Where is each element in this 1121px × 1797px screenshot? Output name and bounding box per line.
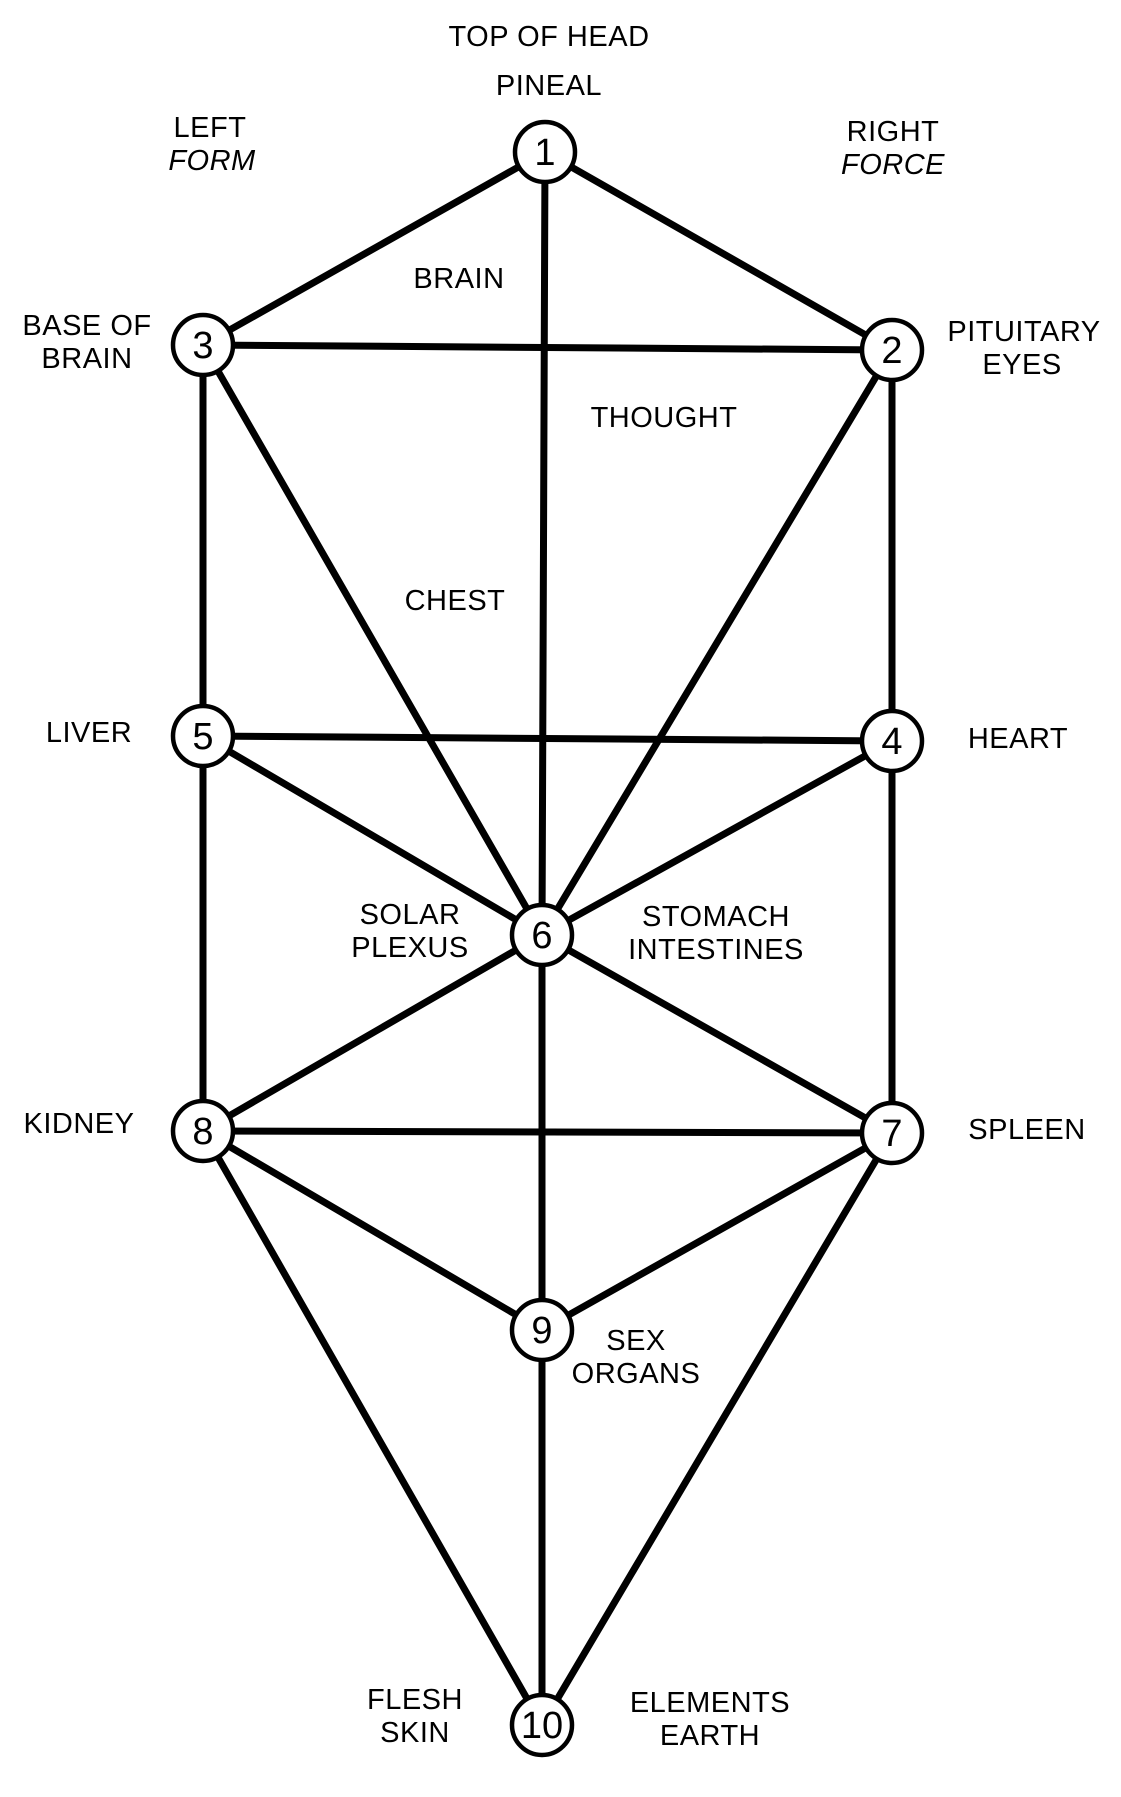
node-circle-7 — [859, 1100, 925, 1166]
node-number-2: 2 — [881, 330, 902, 372]
edge-1-2 — [541, 148, 896, 354]
edge-2-3 — [199, 341, 896, 354]
label-solar: SOLAR — [360, 899, 461, 931]
edge-8-10 — [199, 1127, 546, 1729]
node-number-8: 8 — [192, 1111, 213, 1153]
node-1: 1 — [512, 119, 578, 185]
label-liver: LIVER — [46, 717, 132, 749]
label-brain-base: BRAIN — [41, 343, 132, 375]
node-number-10: 10 — [521, 1705, 563, 1747]
node-number-4: 4 — [881, 721, 902, 763]
node-circle-4 — [859, 708, 925, 774]
node-9: 9 — [509, 1297, 575, 1363]
node-number-3: 3 — [192, 325, 213, 367]
node-number-1: 1 — [534, 132, 555, 174]
node-circle-8 — [170, 1098, 236, 1164]
connection-lines — [199, 148, 896, 1729]
region-labels: TOP OF HEAD PINEAL LEFT FORM RIGHT FORCE… — [22, 21, 1100, 1752]
label-pineal: PINEAL — [496, 70, 602, 102]
label-sex: SEX — [606, 1325, 666, 1357]
label-force: FORCE — [841, 149, 945, 181]
label-earth: EARTH — [660, 1720, 760, 1752]
node-5: 5 — [170, 703, 236, 769]
label-elements: ELEMENTS — [630, 1687, 790, 1719]
edge-4-6 — [538, 737, 896, 939]
edge-1-6 — [538, 148, 549, 939]
label-intestines: INTESTINES — [628, 934, 804, 966]
sephirot-nodes: 1 2 3 4 5 6 7 8 9 10 — [170, 119, 925, 1758]
edge-3-6 — [199, 341, 546, 939]
node-6: 6 — [509, 902, 575, 968]
label-skin: SKIN — [380, 1717, 450, 1749]
node-circle-3 — [170, 312, 236, 378]
edge-8-9 — [199, 1127, 546, 1334]
label-chest: CHEST — [405, 585, 506, 617]
label-brain: BRAIN — [413, 263, 504, 295]
label-right: RIGHT — [847, 116, 940, 148]
node-circle-5 — [170, 703, 236, 769]
edge-7-10 — [538, 1129, 896, 1729]
node-8: 8 — [170, 1098, 236, 1164]
edge-6-7 — [538, 931, 896, 1137]
node-number-6: 6 — [531, 915, 552, 957]
label-left: LEFT — [174, 112, 247, 144]
node-4: 4 — [859, 708, 925, 774]
label-pituitary: PITUITARY — [947, 316, 1100, 348]
label-form: FORM — [168, 145, 256, 177]
node-circle-2 — [859, 317, 925, 383]
edge-1-3 — [199, 148, 549, 349]
node-2: 2 — [859, 317, 925, 383]
label-stomach: STOMACH — [642, 901, 790, 933]
node-number-7: 7 — [881, 1113, 902, 1155]
edge-7-9 — [538, 1129, 896, 1334]
node-number-5: 5 — [192, 716, 213, 758]
edge-4-5 — [199, 732, 896, 745]
node-circle-10 — [509, 1692, 575, 1758]
edge-7-8 — [199, 1127, 896, 1137]
node-3: 3 — [170, 312, 236, 378]
label-heart: HEART — [968, 723, 1068, 755]
label-kidney: KIDNEY — [24, 1108, 135, 1140]
edge-6-8 — [199, 931, 546, 1135]
node-circle-6 — [509, 902, 575, 968]
node-circle-9 — [509, 1297, 575, 1363]
edge-5-6 — [199, 732, 546, 939]
node-number-9: 9 — [531, 1310, 552, 1352]
label-base-of: BASE OF — [22, 310, 151, 342]
node-10: 10 — [509, 1692, 575, 1758]
label-organs: ORGANS — [572, 1358, 701, 1390]
label-thought: THOUGHT — [591, 402, 738, 434]
edge-2-6 — [538, 346, 896, 939]
label-top-of-head: TOP OF HEAD — [448, 21, 649, 53]
node-7: 7 — [859, 1100, 925, 1166]
label-eyes: EYES — [982, 349, 1061, 381]
label-spleen: SPLEEN — [968, 1114, 1085, 1146]
node-circle-1 — [512, 119, 578, 185]
label-plexus: PLEXUS — [351, 932, 468, 964]
label-flesh: FLESH — [367, 1684, 463, 1716]
